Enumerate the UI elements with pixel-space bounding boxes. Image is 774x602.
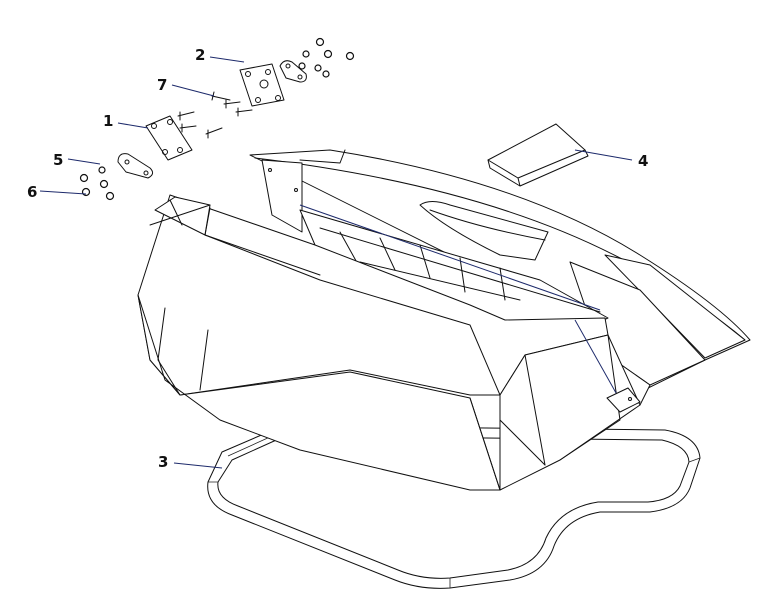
callout-5: 5 [53, 151, 63, 169]
seat-housing [137, 149, 751, 491]
pad-part-4 [487, 123, 589, 187]
callout-7: 7 [157, 76, 167, 94]
callout-4: 4 [638, 152, 648, 170]
gasket-part-3 [207, 423, 701, 589]
callout-3: 3 [158, 453, 168, 471]
callout-6: 6 [27, 183, 37, 201]
bolts-part-7 [177, 91, 253, 139]
plate-part-2 [239, 63, 285, 107]
leader-lines [39, 56, 633, 469]
plate-part-1 [145, 115, 193, 161]
callout-labels: 1 2 3 4 5 6 7 [27, 46, 648, 471]
callout-2: 2 [195, 46, 205, 64]
callout-1: 1 [103, 112, 113, 130]
nuts-part-6 [79, 37, 355, 201]
link-bracket-part-5 [117, 60, 307, 179]
